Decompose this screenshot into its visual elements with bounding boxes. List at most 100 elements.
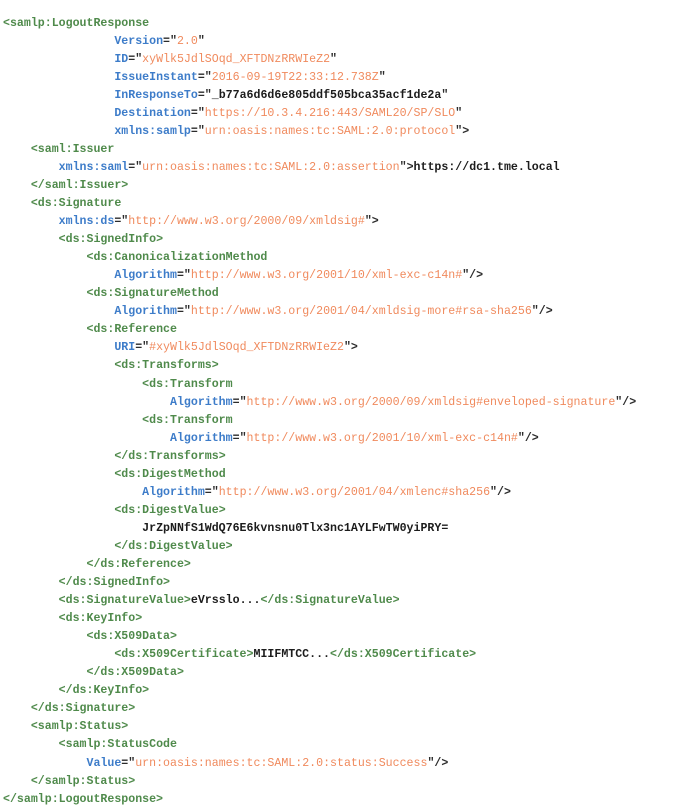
xml-line: <ds:SignatureValue>eVrsslo...</ds:Signat… bbox=[3, 592, 681, 610]
xml-text-content: eVrsslo... bbox=[190, 594, 261, 608]
xml-tag: </ds:KeyInfo> bbox=[58, 684, 150, 698]
xml-tag: <ds:DigestMethod bbox=[114, 467, 226, 481]
xml-indent bbox=[3, 197, 31, 210]
xml-attribute-name: Algorithm bbox=[114, 269, 177, 283]
xml-attribute-name: xmlns:samlp bbox=[114, 124, 191, 138]
xml-punctuation: "> bbox=[364, 215, 379, 229]
xml-attribute-name: xmlns:ds bbox=[58, 215, 115, 229]
xml-line: <ds:CanonicalizationMethod bbox=[3, 249, 681, 267]
xml-punctuation: =" bbox=[190, 106, 205, 120]
xml-attribute-name: Version bbox=[114, 34, 164, 48]
xml-indent bbox=[3, 630, 87, 643]
xml-line: <ds:DigestMethod bbox=[3, 466, 681, 484]
xml-text-content: https://dc1.tme.local bbox=[413, 160, 560, 174]
xml-attribute-value: https://10.3.4.216:443/SAML20/SP/SLO bbox=[204, 106, 456, 120]
xml-attribute-name: Algorithm bbox=[114, 305, 177, 319]
xml-punctuation: =" bbox=[232, 395, 247, 409]
xml-attribute-value: http://www.w3.org/2001/04/xmlenc#sha256 bbox=[218, 485, 491, 499]
xml-indent bbox=[3, 414, 142, 427]
xml-punctuation: "/> bbox=[517, 431, 539, 445]
xml-indent bbox=[3, 432, 170, 445]
xml-tag: <ds:Transforms> bbox=[114, 359, 219, 373]
xml-line: </ds:DigestValue> bbox=[3, 538, 681, 556]
xml-punctuation: "/> bbox=[490, 485, 511, 499]
xml-attribute-value: http://www.w3.org/2001/04/xmldsig-more#r… bbox=[190, 305, 532, 319]
xml-tag: </ds:SignedInfo> bbox=[58, 576, 170, 590]
xml-punctuation: =" bbox=[135, 341, 150, 355]
xml-punctuation: " bbox=[197, 34, 205, 48]
xml-line: InResponseTo="_b77a6d6d6e805ddf505bca35a… bbox=[3, 87, 681, 105]
xml-punctuation: =" bbox=[128, 52, 143, 66]
xml-tag: </ds:DigestValue> bbox=[114, 539, 233, 553]
xml-punctuation: "/> bbox=[531, 305, 553, 319]
xml-tag: <ds:CanonicalizationMethod bbox=[86, 251, 268, 265]
xml-line: </ds:Reference> bbox=[3, 556, 681, 574]
xml-tag: </ds:SignatureValue> bbox=[260, 594, 400, 608]
xml-line: <samlp:LogoutResponse bbox=[3, 15, 681, 33]
xml-tag: <samlp:Status> bbox=[30, 720, 129, 734]
xml-indent bbox=[3, 612, 59, 625]
xml-indent bbox=[3, 522, 142, 535]
xml-line: <ds:X509Certificate>MIIFMTCC...</ds:X509… bbox=[3, 646, 681, 664]
xml-indent bbox=[3, 359, 114, 372]
xml-punctuation: " bbox=[455, 106, 463, 120]
xml-line: <ds:Transform bbox=[3, 376, 681, 394]
xml-indent bbox=[3, 71, 114, 84]
xml-punctuation: =" bbox=[197, 70, 212, 84]
xml-line: <ds:Signature bbox=[3, 195, 681, 213]
xml-line: </saml:Issuer> bbox=[3, 177, 681, 195]
xml-line: <ds:Reference bbox=[3, 321, 681, 339]
xml-line: Algorithm="http://www.w3.org/2001/10/xml… bbox=[3, 430, 681, 448]
xml-line: <saml:Issuer bbox=[3, 141, 681, 159]
xml-tag: <ds:KeyInfo> bbox=[58, 612, 143, 626]
xml-indent bbox=[3, 287, 87, 300]
xml-line: Algorithm="http://www.w3.org/2000/09/xml… bbox=[3, 394, 681, 412]
xml-line: </ds:Signature> bbox=[3, 700, 681, 718]
xml-attribute-name: URI bbox=[114, 341, 136, 355]
xml-tag: <ds:Transform bbox=[142, 413, 233, 427]
xml-tag: <ds:SignatureValue> bbox=[58, 594, 191, 608]
xml-line: URI="#xyWlk5JdlSOqd_XFTDNzRRWIeZ2"> bbox=[3, 339, 681, 357]
xml-line: Algorithm="http://www.w3.org/2001/04/xml… bbox=[3, 303, 681, 321]
xml-line: xmlns:samlp="urn:oasis:names:tc:SAML:2.0… bbox=[3, 123, 681, 141]
xml-attribute-value: 2.0 bbox=[176, 34, 198, 48]
xml-indent bbox=[3, 558, 87, 571]
xml-punctuation: =" bbox=[121, 756, 136, 770]
xml-attribute-value: http://www.w3.org/2000/09/xmldsig# bbox=[128, 215, 365, 229]
xml-tag: <ds:DigestValue> bbox=[114, 503, 226, 517]
xml-indent bbox=[3, 161, 59, 174]
xml-attribute-name: Algorithm bbox=[169, 431, 233, 445]
xml-indent bbox=[3, 53, 114, 66]
xml-indent bbox=[3, 504, 114, 517]
xml-line: </ds:SignedInfo> bbox=[3, 574, 681, 592]
xml-line: </ds:KeyInfo> bbox=[3, 682, 681, 700]
xml-attribute-value: http://www.w3.org/2001/10/xml-exc-c14n# bbox=[246, 431, 518, 445]
xml-tag: <ds:X509Certificate> bbox=[114, 648, 254, 662]
xml-indent bbox=[3, 341, 114, 354]
xml-tag: </samlp:LogoutResponse> bbox=[3, 792, 164, 806]
xml-indent bbox=[3, 738, 59, 751]
xml-indent bbox=[3, 684, 59, 697]
xml-line: Value="urn:oasis:names:tc:SAML:2.0:statu… bbox=[3, 755, 681, 773]
xml-tag: <samlp:StatusCode bbox=[58, 738, 177, 752]
xml-punctuation: =" bbox=[190, 124, 205, 138]
xml-line: <ds:KeyInfo> bbox=[3, 610, 681, 628]
xml-attribute-value: 2016-09-19T22:33:12.738Z bbox=[211, 70, 379, 84]
xml-line: <samlp:StatusCode bbox=[3, 736, 681, 754]
xml-line: <ds:Transforms> bbox=[3, 357, 681, 375]
xml-indent bbox=[3, 215, 59, 228]
xml-punctuation: =" bbox=[204, 485, 219, 499]
xml-text-content: MIIFMTCC... bbox=[253, 648, 331, 662]
xml-source-listing[interactable]: <samlp:LogoutResponse Version="2.0" ID="… bbox=[0, 12, 681, 809]
xml-line: Algorithm="http://www.w3.org/2001/04/xml… bbox=[3, 484, 681, 502]
xml-indent bbox=[3, 35, 114, 48]
xml-tag: <samlp:LogoutResponse bbox=[3, 16, 150, 30]
xml-indent bbox=[3, 450, 114, 463]
xml-line: <ds:SignatureMethod bbox=[3, 285, 681, 303]
xml-tag: <ds:Transform bbox=[142, 377, 233, 391]
xml-tag: </ds:Transforms> bbox=[114, 449, 226, 463]
xml-line: Algorithm="http://www.w3.org/2001/10/xml… bbox=[3, 267, 681, 285]
xml-attribute-value: urn:oasis:names:tc:SAML:2.0:assertion bbox=[142, 160, 400, 174]
xml-indent bbox=[3, 720, 31, 733]
xml-attribute-value: urn:oasis:names:tc:SAML:2.0:protocol bbox=[204, 124, 456, 138]
